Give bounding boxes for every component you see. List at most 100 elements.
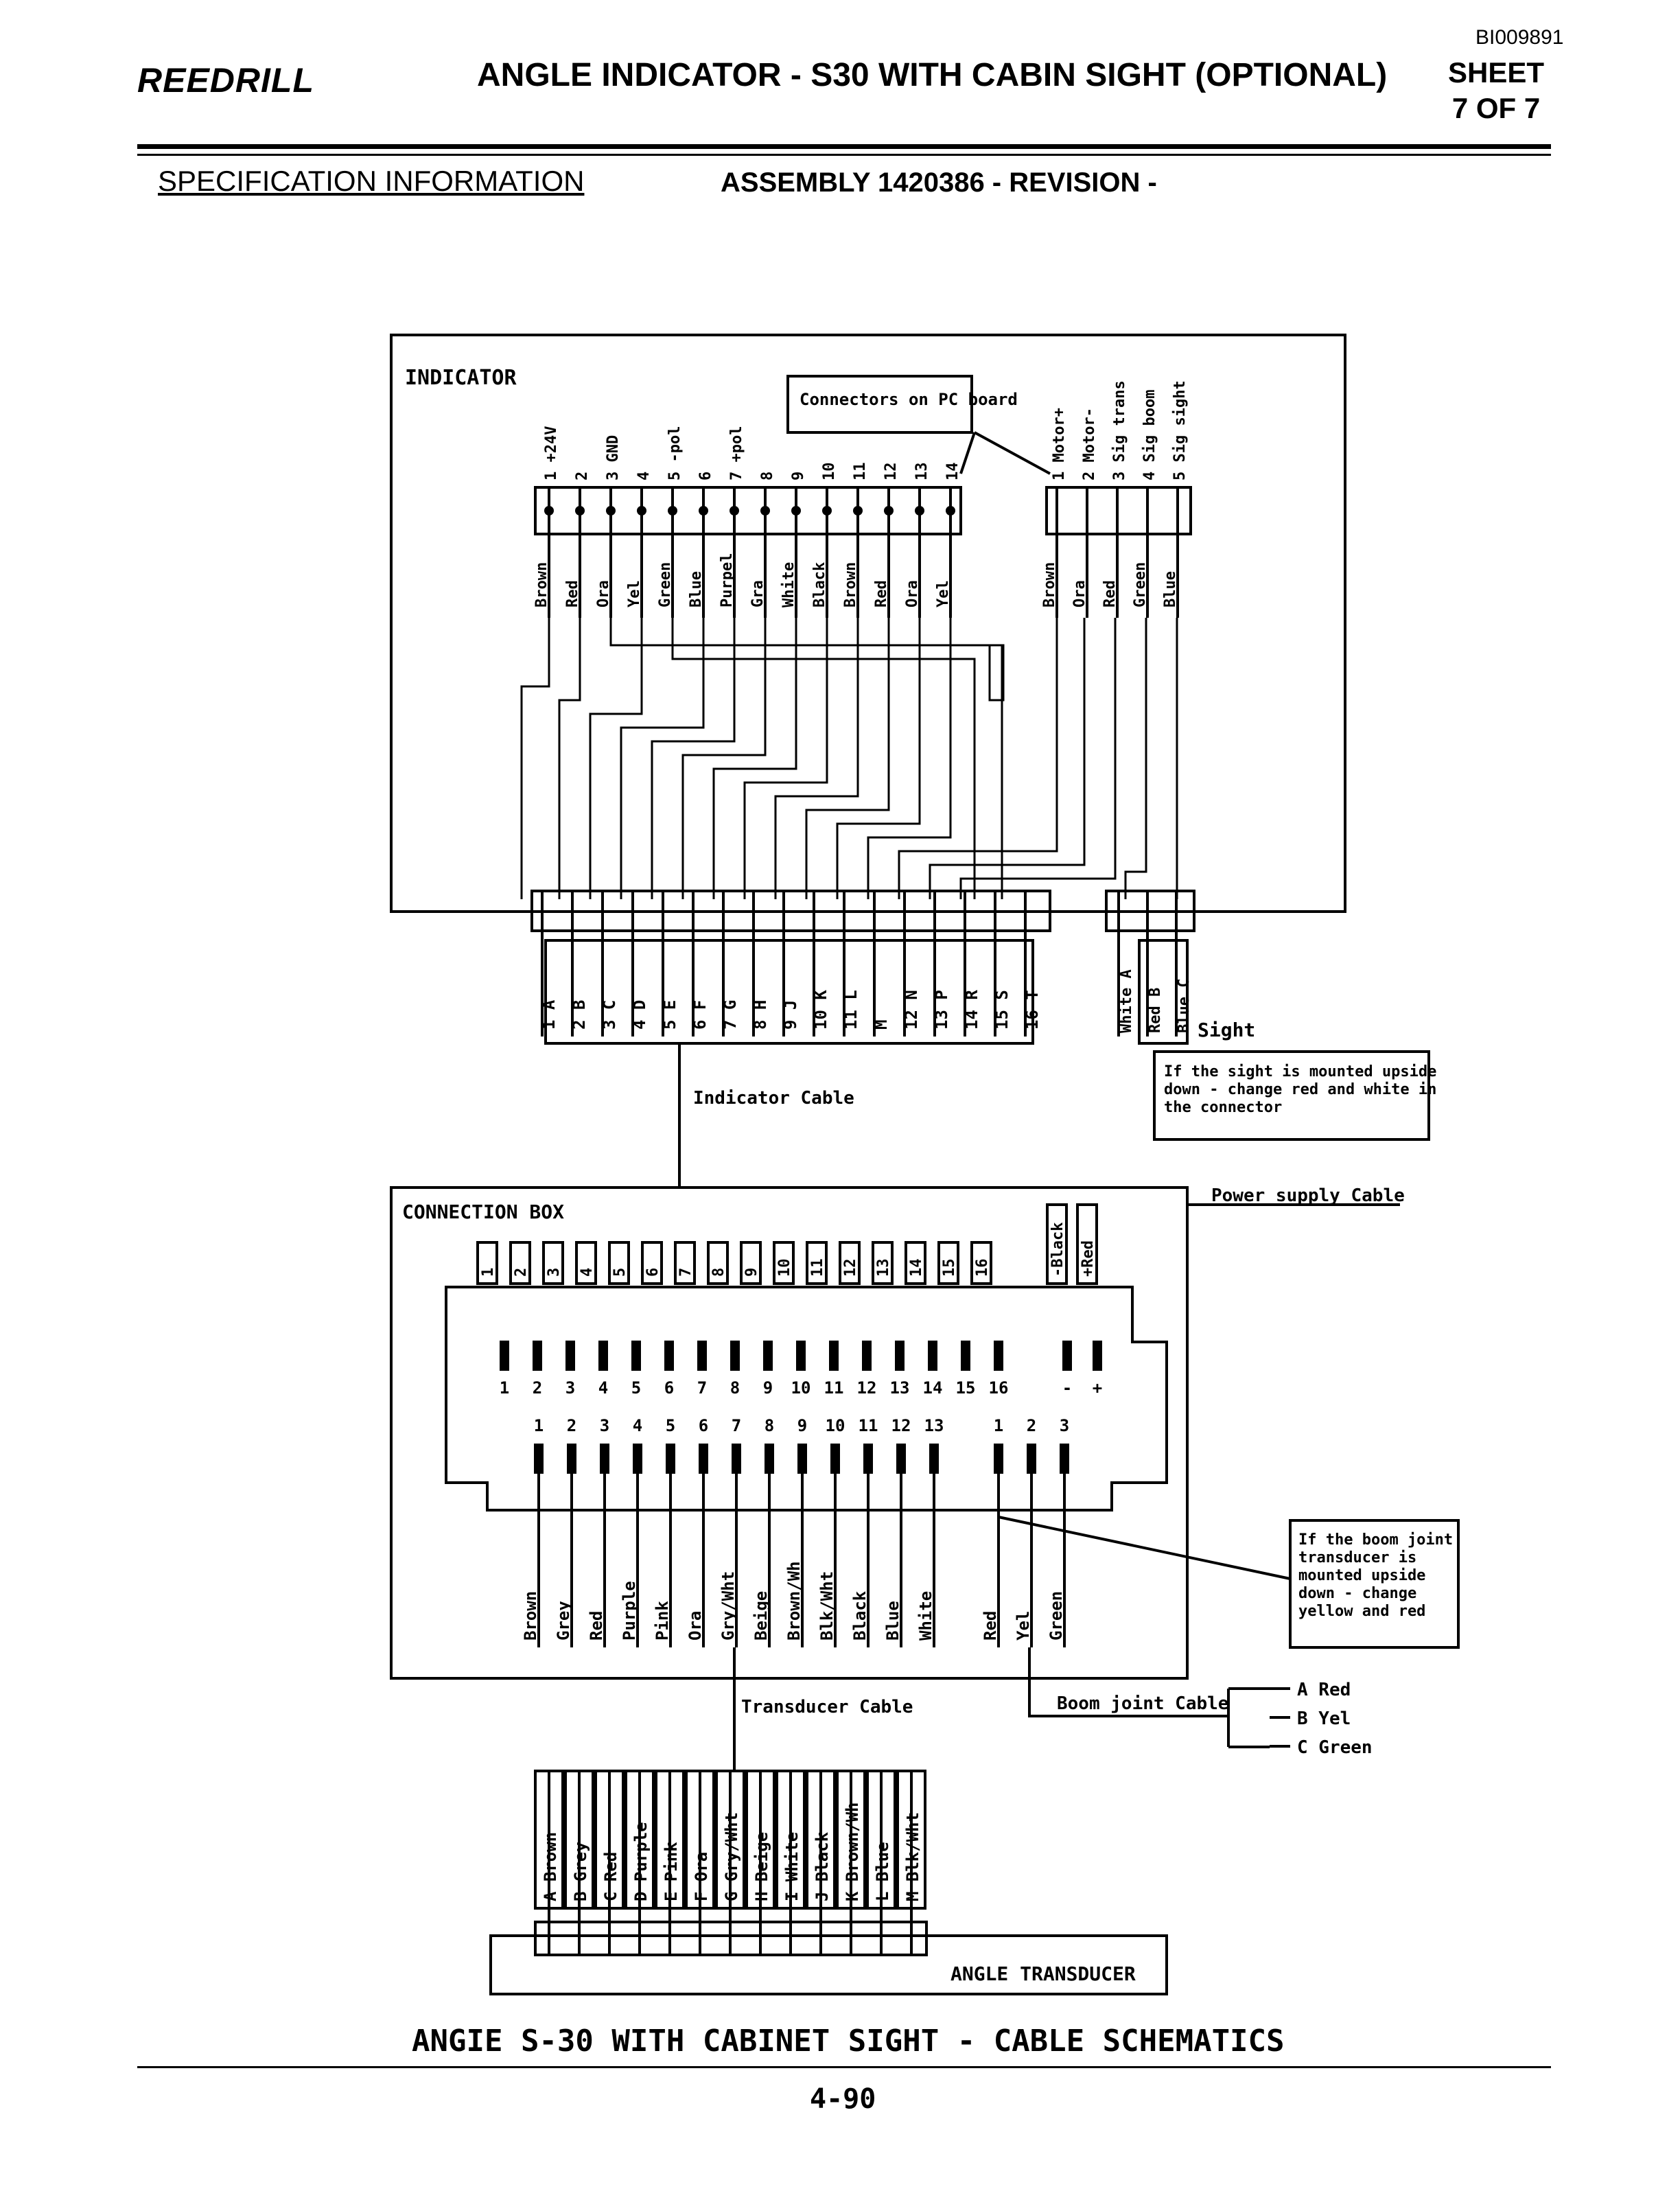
- pin-top-dot: [699, 506, 708, 516]
- wire-top-label: Red: [564, 580, 581, 607]
- pin-top-label: 3 GND: [605, 435, 622, 480]
- row2b-label: 1: [994, 1416, 1003, 1435]
- row2-label: 5: [666, 1416, 675, 1435]
- row2-label: 9: [797, 1416, 807, 1435]
- row1-terminal: [961, 1341, 970, 1371]
- cb-top-pin-label: 2: [513, 1268, 530, 1277]
- terminal-label: 1 A: [539, 999, 559, 1030]
- pin-top-dot: [606, 506, 616, 516]
- row2-label: 1: [534, 1416, 544, 1435]
- transducer-wire-cell: [806, 1770, 836, 1910]
- pin-top-dot: [544, 506, 554, 516]
- cb-top-pin-label: 8: [710, 1268, 727, 1277]
- cb-wire-label: Gry/Wht: [719, 1571, 738, 1641]
- row1-label: 16: [989, 1378, 1009, 1398]
- pin-top-dot: [915, 506, 924, 516]
- row1-terminal: [829, 1341, 839, 1371]
- wire-top-label: Yel: [626, 580, 643, 607]
- pin-top-label: 2: [574, 472, 591, 480]
- wire-top-label: Red: [873, 580, 890, 607]
- transducer-wire-cell: [745, 1770, 775, 1910]
- row1-label: 10: [791, 1378, 811, 1398]
- pin-side-label: 4 Sig boom: [1141, 390, 1158, 480]
- indicator-box: [390, 334, 1346, 913]
- pin-top-label: 7 +pol: [728, 426, 745, 480]
- route-14: [867, 618, 952, 899]
- transducer-wire-label: K Brown/Wh: [843, 1803, 862, 1902]
- row1-label: 2: [533, 1378, 542, 1398]
- row2-label: 2: [567, 1416, 576, 1435]
- sight-terminal-strip: [1105, 890, 1195, 932]
- route-4: [589, 618, 643, 899]
- sight-note-box: [1153, 1050, 1430, 1141]
- footer-rule: [137, 2066, 1551, 2068]
- wire-top-label: Ora: [904, 580, 921, 607]
- row1-terminal: [763, 1341, 773, 1371]
- terminal-label: 10 K: [811, 990, 830, 1030]
- row1-label: 4: [598, 1378, 608, 1398]
- pin-top-dot: [668, 506, 677, 516]
- pin-top-dot: [822, 506, 832, 516]
- row1-terminal: [697, 1341, 707, 1371]
- indicator-label: INDICATOR: [405, 366, 517, 390]
- transducer-wire-label: C Red: [601, 1852, 620, 1901]
- terminal-label: 6 F: [690, 1000, 710, 1030]
- indicator-terminal-strip: [530, 890, 1051, 932]
- cb-top-cell: [740, 1241, 762, 1285]
- row1-label: 3: [565, 1378, 575, 1398]
- cb-top-cell: [476, 1241, 498, 1285]
- pin-side-label: 2 Motor-: [1081, 408, 1098, 480]
- sight-terminal-label: Blue C: [1176, 979, 1193, 1033]
- wire-top-label: Gra: [749, 580, 767, 607]
- cb-top-pin-label: 5: [611, 1268, 629, 1277]
- diagram-title: ANGIE S-30 WITH CABINET SIGHT - CABLE SC…: [412, 2024, 1285, 2059]
- row2-label: 8: [765, 1416, 774, 1435]
- row2-terminal: [633, 1444, 642, 1474]
- transducer-wire-label: B Grey: [571, 1842, 590, 1901]
- route-motor-minus: [929, 618, 1086, 899]
- pin-top-label: 12: [883, 463, 900, 481]
- row2-terminal: [797, 1444, 807, 1474]
- indicator-routing: [520, 618, 1178, 899]
- boom-cable-line: [1028, 1647, 1228, 1717]
- row2-label: 11: [859, 1416, 878, 1435]
- route-motor-plus: [898, 618, 1058, 899]
- route-1: [520, 618, 550, 899]
- row1-label: 5: [631, 1378, 641, 1398]
- page-title: ANGLE INDICATOR - S30 WITH CABIN SIGHT (…: [477, 57, 1388, 93]
- row1-label: 7: [697, 1378, 707, 1398]
- pc-connector-strip: [534, 486, 962, 535]
- transducer-wire-cell: [655, 1770, 685, 1910]
- sight-terminal-label: Red B: [1147, 988, 1164, 1033]
- cb-top-pin-label: 11: [809, 1259, 826, 1277]
- transducer-connector: [534, 1921, 928, 1956]
- route-5: [671, 618, 976, 899]
- row2b-label: 2: [1027, 1416, 1036, 1435]
- spec-info-heading: SPECIFICATION INFORMATION: [158, 165, 585, 197]
- route-sig-trans: [959, 618, 1117, 899]
- cb-top-cell: [872, 1241, 894, 1285]
- sight-cable-connector: [1138, 939, 1189, 1045]
- transducer-wire-label: G Gry/Wht: [722, 1812, 741, 1901]
- pin-top-label: 11: [852, 463, 869, 481]
- indicator-cable-connector: [544, 939, 1034, 1045]
- transducer-wire-cell: [896, 1770, 926, 1910]
- boom-legend-item: A Red: [1297, 1680, 1351, 1700]
- pin-top-label: 5 -pol: [666, 426, 684, 480]
- transducer-cable-label: Transducer Cable: [741, 1697, 913, 1717]
- cb-top-pin-label: 10: [776, 1259, 793, 1277]
- cb-top-pin-label: 9: [743, 1268, 760, 1277]
- cb-top-pin-label: 7: [677, 1268, 695, 1277]
- assembly-number: ASSEMBLY 1420386 - REVISION -: [721, 167, 1157, 198]
- cb-top-cell: [839, 1241, 861, 1285]
- cb-top-pin-label: 4: [579, 1268, 596, 1277]
- route-6: [620, 618, 705, 899]
- terminal-label: 13 P: [932, 990, 951, 1030]
